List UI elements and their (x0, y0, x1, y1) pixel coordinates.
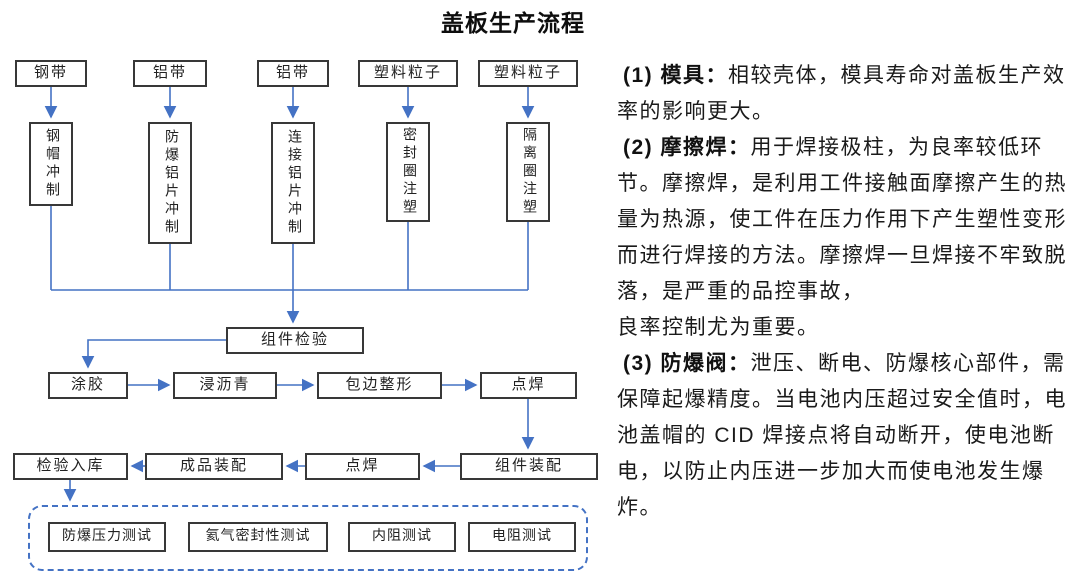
notes-paragraph-mold: (1) 模具：相较壳体，模具寿命对盖板生产效率的影响更大。 (617, 58, 1079, 130)
flow-node-asphalt-dipping: 浸沥青 (173, 372, 277, 399)
flowchart: 钢带 铝带 铝带 塑料粒子 塑料粒子 钢帽冲制 防爆铝片冲制 连接铝片冲制 密封… (13, 60, 598, 571)
flow-node-aluminum-strip-1: 铝带 (133, 60, 207, 87)
flow-node-sealing-ring-molding: 密封圈注塑 (386, 122, 430, 222)
flow-node-connecting-foil-stamping: 连接铝片冲制 (271, 122, 315, 244)
flow-node-resistance-test: 电阻测试 (468, 522, 576, 552)
notes-paragraph-explosionproof-valve: (3) 防爆阀：泄压、断电、防爆核心部件，需保障起爆精度。当电池内压超过安全值时… (617, 346, 1079, 526)
flow-node-glue-coating: 涂胶 (48, 372, 128, 399)
notes-body-mold: 相较壳体，模具寿命对盖板生产效率的影响更大。 (617, 64, 1066, 123)
flow-node-internal-resistance-test: 内阻测试 (348, 522, 456, 552)
flow-node-plastic-pellets-1: 塑料粒子 (358, 60, 458, 87)
test-zone-dashed-container (28, 505, 588, 571)
flow-node-finished-assembly: 成品装配 (145, 453, 283, 480)
notes-body-friction-welding: 用于焊接极柱，为良率较低环节。摩擦焊，是利用工件接触面摩擦产生的热量为热源，使工… (617, 136, 1067, 339)
flow-node-isolation-ring-molding: 隔离圈注塑 (506, 122, 550, 222)
flow-node-steel-cap-stamping: 钢帽冲制 (29, 122, 73, 206)
page-title: 盖板生产流程 (441, 10, 585, 36)
notes-label-explosionproof-valve: (3) 防爆阀： (623, 352, 751, 375)
flow-node-edge-wrapping: 包边整形 (317, 372, 442, 399)
notes-label-mold: (1) 模具： (623, 64, 728, 87)
flow-node-inspection-warehousing: 检验入库 (13, 453, 128, 480)
notes-body-explosionproof-valve: 泄压、断电、防爆核心部件，需保障起爆精度。当电池内压超过安全值时，电池盖帽的 C… (617, 352, 1067, 519)
flow-node-helium-seal-test: 氦气密封性测试 (188, 522, 328, 552)
flow-node-explosionproof-foil-stamping: 防爆铝片冲制 (148, 122, 192, 244)
flow-node-steel-strip: 钢带 (15, 60, 87, 87)
flow-node-burst-pressure-test: 防爆压力测试 (48, 522, 166, 552)
flow-node-spot-welding-1: 点焊 (480, 372, 577, 399)
notes-paragraph-friction-welding: (2) 摩擦焊：用于焊接极柱，为良率较低环节。摩擦焊，是利用工件接触面摩擦产生的… (617, 130, 1079, 346)
flow-node-component-inspection: 组件检验 (226, 327, 364, 354)
flowchart-connector-lines (44, 87, 535, 502)
notes-label-friction-welding: (2) 摩擦焊： (623, 136, 751, 159)
notes-column: (1) 模具：相较壳体，模具寿命对盖板生产效率的影响更大。 (2) 摩擦焊：用于… (617, 58, 1079, 526)
flow-node-spot-welding-2: 点焊 (305, 453, 420, 480)
flow-node-aluminum-strip-2: 铝带 (257, 60, 329, 87)
flow-node-component-assembly: 组件装配 (460, 453, 598, 480)
flow-node-plastic-pellets-2: 塑料粒子 (478, 60, 578, 87)
